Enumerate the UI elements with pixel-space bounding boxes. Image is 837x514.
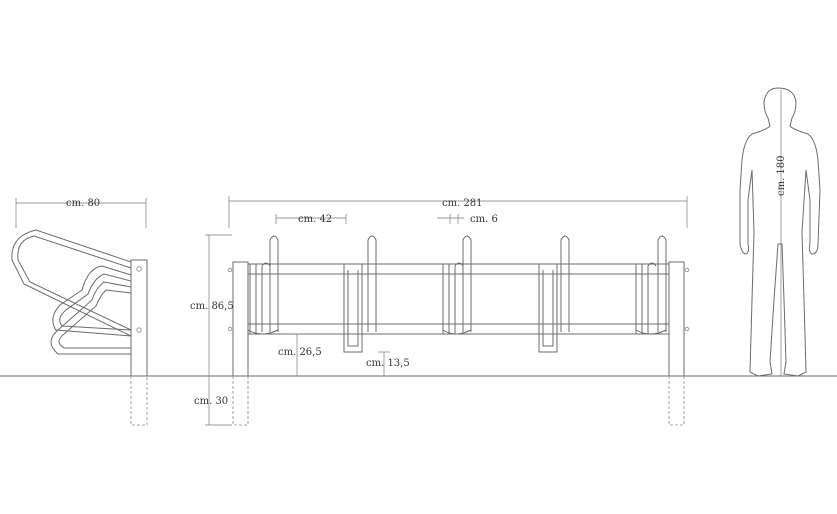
tube-gap-label: cm. 6 — [470, 214, 498, 225]
side-tube-loops — [11, 229, 132, 355]
side-bolt-bottom — [136, 327, 142, 333]
side-width-label: cm. 80 — [66, 198, 100, 209]
front-horizontal-bars — [248, 263, 669, 335]
front-view: cm. 281 cm. 42 cm. 6 cm. 86,5 cm. 30 cm.… — [190, 196, 690, 426]
side-view: cm. 80 — [11, 198, 148, 426]
front-foundation-left — [232, 376, 249, 426]
side-bolt-top — [136, 266, 142, 272]
person-height-label: cm. 180 — [776, 155, 787, 196]
human-figure: cm. 180 — [739, 87, 821, 377]
front-post-right — [668, 261, 685, 377]
total-length-label: cm. 281 — [442, 198, 483, 209]
foundation-label: cm. 30 — [194, 396, 228, 407]
side-post — [130, 259, 148, 377]
bottom-bar-label: cm. 26,5 — [278, 347, 322, 358]
spacing-label: cm. 42 — [298, 214, 332, 225]
hoop-clearance-label: cm. 13,5 — [366, 358, 410, 369]
front-post-left — [232, 261, 249, 377]
height-label: cm. 86,5 — [190, 301, 234, 312]
front-foundation-right — [668, 376, 685, 426]
side-foundation — [130, 376, 148, 426]
front-hoops — [247, 235, 667, 353]
